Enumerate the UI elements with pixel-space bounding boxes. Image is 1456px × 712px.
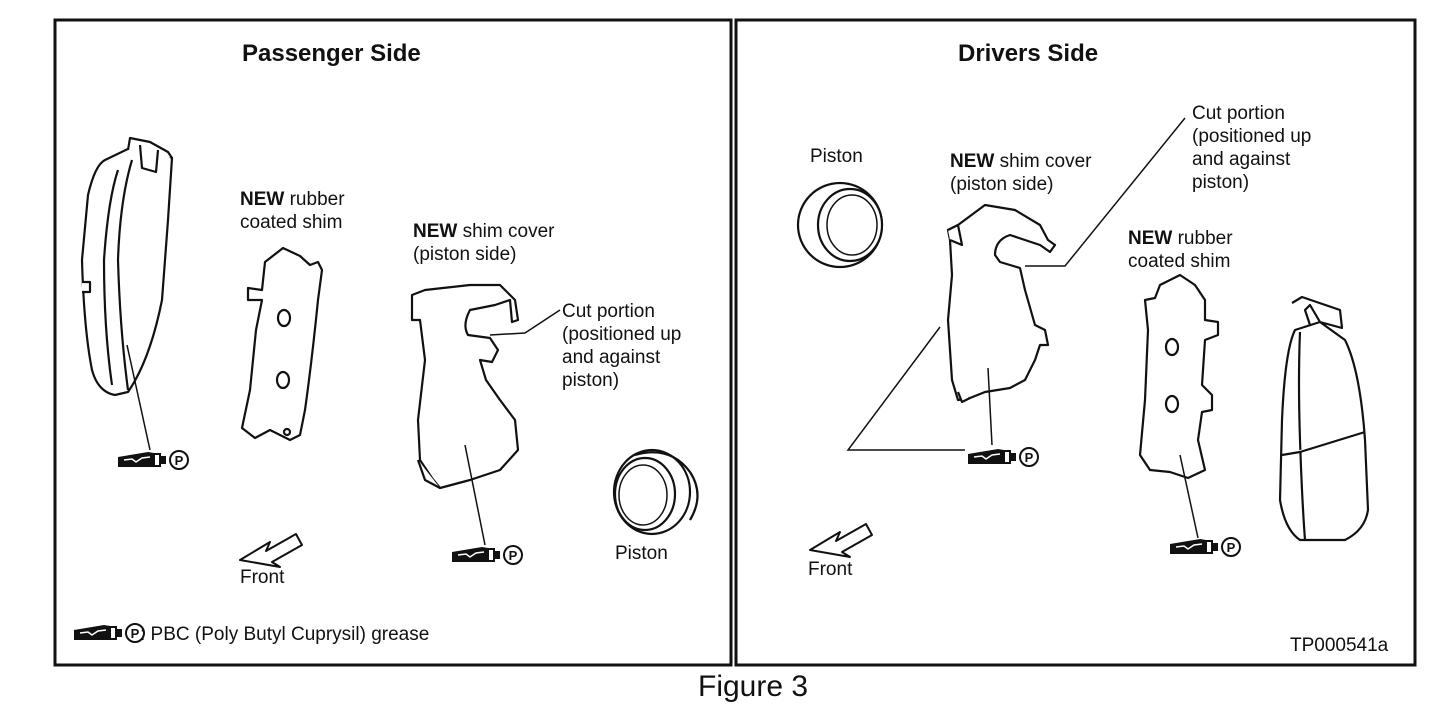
passenger-shim-cover-label: NEW shim cover(piston side) (413, 221, 555, 265)
grease-icon (967, 447, 1039, 467)
passenger-rubber-shim (240, 246, 324, 442)
drivers-brake-pad (1278, 295, 1370, 542)
drivers-side-title: Drivers Side (958, 40, 1099, 67)
grease-legend-text: : PBC (Poly Butyl Cuprysil) grease (140, 624, 430, 645)
passenger-panel-border (53, 18, 733, 667)
front-arrow-icon (809, 523, 873, 558)
drivers-panel-border (734, 18, 1417, 667)
grease-icon (1169, 537, 1241, 557)
drivers-front-label: Front (808, 559, 853, 580)
passenger-shim-cover (410, 283, 520, 490)
drivers-rubber-shim (1138, 273, 1220, 480)
drivers-piston (796, 181, 884, 269)
passenger-front-label: Front (240, 567, 285, 588)
drivers-shim-cover-label: NEW shim cover(piston side) (950, 151, 1092, 195)
drivers-cut-portion-label: Cut portion (positioned up and against p… (1192, 103, 1312, 193)
grease-legend-icon (73, 623, 145, 643)
passenger-piston-label: Piston (615, 543, 668, 564)
reference-code: TP000541a (1290, 635, 1389, 656)
drivers-shim-cover (946, 203, 1057, 404)
passenger-side-title: Passenger Side (242, 40, 421, 67)
passenger-brake-pad (80, 136, 174, 397)
drivers-piston-label: Piston (810, 146, 863, 167)
grease-icon (117, 450, 189, 470)
passenger-piston (612, 448, 699, 536)
grease-icon (451, 545, 523, 565)
passenger-cut-portion-label: Cut portion (positioned up and against p… (562, 301, 682, 391)
front-arrow-icon (239, 533, 303, 568)
figure-caption: Figure 3 (698, 670, 809, 703)
